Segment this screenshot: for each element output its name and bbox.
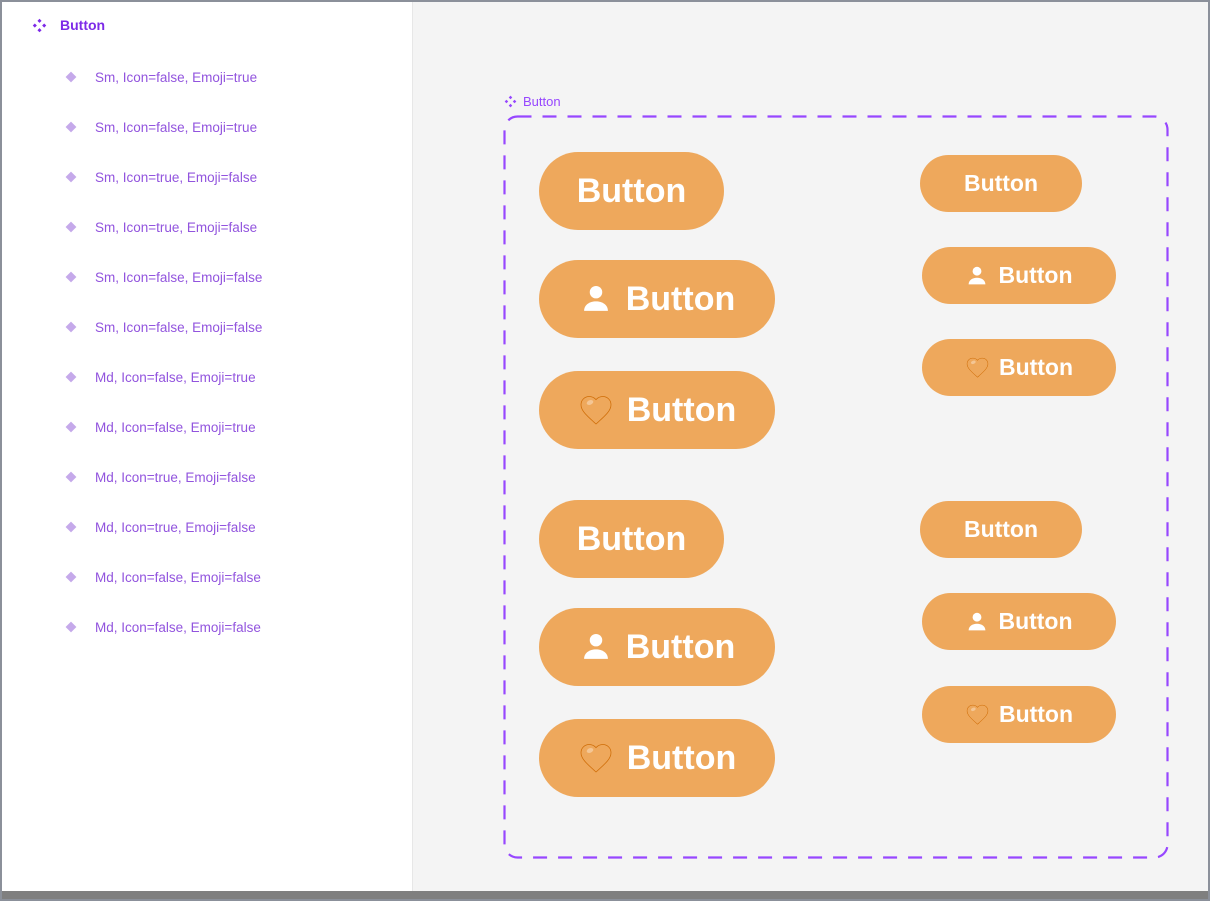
component-set-icon <box>504 95 517 108</box>
horizontal-scrollbar[interactable] <box>2 891 1208 899</box>
button-label: Button <box>963 516 1039 542</box>
user-icon <box>965 610 989 634</box>
button-label: Button <box>963 170 1039 196</box>
layer-variant-label: Md, Icon=false, Emoji=true <box>95 419 256 435</box>
variant-diamond-icon <box>65 71 77 83</box>
button-label: Button <box>625 279 736 318</box>
design-canvas[interactable]: Button Button Button Button Button Butto… <box>414 2 1208 893</box>
variant-diamond-icon <box>65 621 77 633</box>
layer-variant-5[interactable]: Sm, Icon=false, Emoji=false <box>2 264 412 290</box>
variant-diamond-icon <box>65 521 77 533</box>
button-label: Button <box>626 390 737 429</box>
button-label: Button <box>998 354 1074 380</box>
user-icon <box>579 282 613 316</box>
button-md-with-emoji[interactable]: Button <box>539 371 775 449</box>
button-md-with-emoji[interactable]: Button <box>539 719 775 797</box>
component-set-icon <box>32 18 47 33</box>
layers-panel: Button Sm, Icon=false, Emoji=true Sm, Ic… <box>2 2 413 893</box>
button-label: Button <box>625 627 736 666</box>
variant-diamond-icon <box>65 321 77 333</box>
layer-variant-label: Md, Icon=false, Emoji=false <box>95 619 261 635</box>
layer-variant-2[interactable]: Sm, Icon=false, Emoji=true <box>2 114 412 140</box>
button-label: Button <box>576 171 687 210</box>
button-label: Button <box>626 738 737 777</box>
variant-diamond-icon <box>65 221 77 233</box>
layer-variant-label: Md, Icon=false, Emoji=false <box>95 569 261 585</box>
button-sm-with-emoji[interactable]: Button <box>922 686 1116 743</box>
variant-diamond-icon <box>65 471 77 483</box>
layer-component-set-button[interactable]: Button <box>2 10 412 40</box>
button-label: Button <box>998 701 1074 727</box>
layer-variant-4[interactable]: Sm, Icon=true, Emoji=false <box>2 214 412 240</box>
layer-variant-9[interactable]: Md, Icon=true, Emoji=false <box>2 464 412 490</box>
orange-heart-emoji <box>965 702 990 727</box>
component-set-title[interactable]: Button <box>504 93 561 109</box>
layer-root-label: Button <box>60 17 106 33</box>
layer-variant-label: Sm, Icon=false, Emoji=false <box>95 319 263 335</box>
component-set-outline <box>503 115 1169 859</box>
button-sm-with-icon[interactable]: Button <box>922 247 1116 304</box>
orange-heart-emoji <box>578 740 614 776</box>
layer-variant-label: Sm, Icon=true, Emoji=false <box>95 219 258 235</box>
layer-variant-3[interactable]: Sm, Icon=true, Emoji=false <box>2 164 412 190</box>
button-md-plain[interactable]: Button <box>539 152 724 230</box>
layer-variant-label: Md, Icon=true, Emoji=false <box>95 519 256 535</box>
layer-variant-label: Sm, Icon=true, Emoji=false <box>95 169 258 185</box>
button-label: Button <box>576 519 687 558</box>
button-sm-with-icon[interactable]: Button <box>922 593 1116 650</box>
layer-variant-10[interactable]: Md, Icon=true, Emoji=false <box>2 514 412 540</box>
layer-variant-1[interactable]: Sm, Icon=false, Emoji=true <box>2 64 412 90</box>
orange-heart-emoji <box>965 355 990 380</box>
user-icon <box>965 264 989 288</box>
button-sm-plain[interactable]: Button <box>920 501 1082 558</box>
layer-variant-11[interactable]: Md, Icon=false, Emoji=false <box>2 564 412 590</box>
button-label: Button <box>998 608 1073 634</box>
layer-variant-label: Sm, Icon=false, Emoji=true <box>95 69 258 85</box>
button-sm-with-emoji[interactable]: Button <box>922 339 1116 396</box>
variant-diamond-icon <box>65 371 77 383</box>
layer-variant-6[interactable]: Sm, Icon=false, Emoji=false <box>2 314 412 340</box>
variant-diamond-icon <box>65 421 77 433</box>
button-label: Button <box>998 262 1073 288</box>
button-md-with-icon[interactable]: Button <box>539 608 775 686</box>
variant-diamond-icon <box>65 571 77 583</box>
layer-variant-label: Md, Icon=false, Emoji=true <box>95 369 256 385</box>
variant-diamond-icon <box>65 121 77 133</box>
layer-variant-8[interactable]: Md, Icon=false, Emoji=true <box>2 414 412 440</box>
layer-variant-label: Sm, Icon=false, Emoji=true <box>95 119 258 135</box>
layer-variant-7[interactable]: Md, Icon=false, Emoji=true <box>2 364 412 390</box>
button-md-with-icon[interactable]: Button <box>539 260 775 338</box>
button-sm-plain[interactable]: Button <box>920 155 1082 212</box>
variant-diamond-icon <box>65 171 77 183</box>
layer-variant-12[interactable]: Md, Icon=false, Emoji=false <box>2 614 412 640</box>
button-md-plain[interactable]: Button <box>539 500 724 578</box>
layer-variant-label: Sm, Icon=false, Emoji=false <box>95 269 263 285</box>
layer-variant-label: Md, Icon=true, Emoji=false <box>95 469 256 485</box>
orange-heart-emoji <box>578 392 614 428</box>
component-set-name: Button <box>523 93 561 109</box>
variant-diamond-icon <box>65 271 77 283</box>
user-icon <box>579 630 613 664</box>
